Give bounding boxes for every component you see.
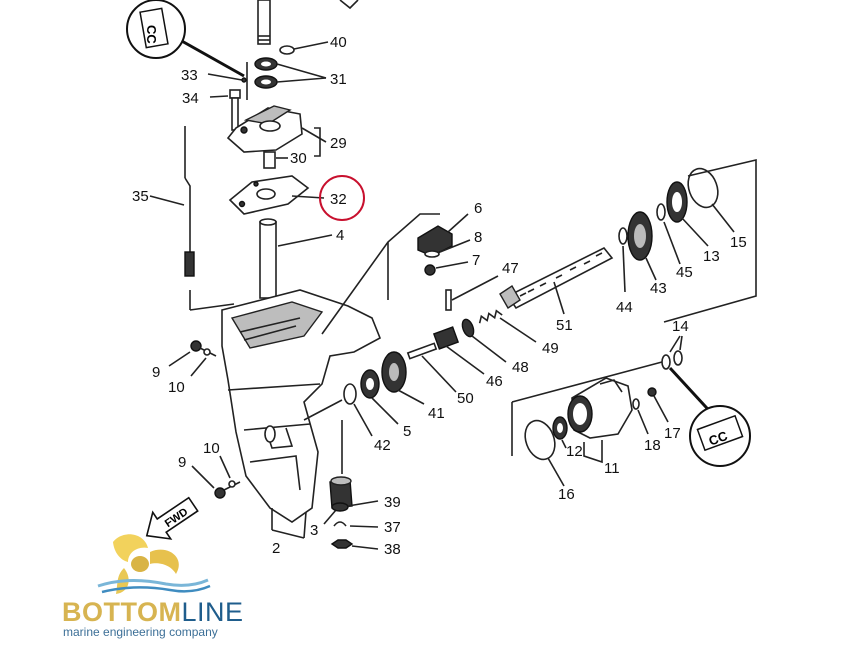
svg-text:CC: CC bbox=[144, 25, 159, 44]
brand-name-part2: LINE bbox=[181, 597, 244, 627]
label-45: 45 bbox=[676, 264, 693, 281]
label-9-lower: 9 bbox=[178, 454, 186, 471]
label-6: 6 bbox=[474, 200, 482, 217]
brand-name: BOTTOMLINE bbox=[62, 597, 244, 628]
label-4: 4 bbox=[336, 227, 344, 244]
label-5: 5 bbox=[403, 423, 411, 440]
label-2: 2 bbox=[272, 540, 280, 557]
brand-tagline: marine engineering company bbox=[63, 625, 218, 639]
label-31: 31 bbox=[330, 71, 347, 88]
bolt-17 bbox=[647, 387, 669, 423]
label-13: 13 bbox=[703, 248, 720, 265]
label-30: 30 bbox=[290, 150, 307, 167]
push-rod-50 bbox=[406, 342, 457, 393]
label-14: 14 bbox=[672, 318, 689, 335]
bushing-3 bbox=[323, 476, 353, 525]
washer-8 bbox=[424, 239, 471, 258]
label-50: 50 bbox=[457, 390, 474, 407]
sleeve-30 bbox=[263, 151, 288, 169]
label-15: 15 bbox=[730, 234, 747, 251]
label-17: 17 bbox=[664, 425, 681, 442]
label-34: 34 bbox=[182, 90, 199, 107]
label-47: 47 bbox=[502, 260, 519, 277]
propeller-shaft-51 bbox=[499, 246, 614, 315]
dog-clutch-46 bbox=[432, 326, 485, 375]
o-ring-16 bbox=[524, 419, 565, 487]
nut-39 bbox=[330, 539, 379, 550]
water-tube-4 bbox=[259, 218, 333, 299]
callout-top-left: CC bbox=[126, 0, 245, 78]
label-40: 39 bbox=[384, 494, 401, 511]
drive-shaft-top bbox=[257, 0, 271, 45]
label-48: 48 bbox=[512, 359, 529, 376]
label-35: 35 bbox=[132, 188, 149, 205]
label-43: 43 bbox=[650, 280, 667, 297]
washer-48 bbox=[461, 318, 507, 363]
bearing-5 bbox=[360, 369, 399, 425]
label-51: 51 bbox=[556, 317, 573, 334]
label-33: 33 bbox=[181, 67, 198, 84]
anode-14 bbox=[661, 335, 683, 370]
label-7: 7 bbox=[472, 252, 480, 269]
gasket-32 bbox=[228, 175, 325, 215]
label-49: 49 bbox=[542, 340, 559, 357]
label-9-upper: 9 bbox=[152, 364, 160, 381]
label-39: 38 bbox=[384, 541, 401, 558]
label-8: 8 bbox=[474, 229, 482, 246]
bearing-13 bbox=[666, 181, 709, 247]
bearing-31 bbox=[254, 57, 327, 89]
label-3: 3 bbox=[310, 522, 318, 539]
part-32-highlight-circle bbox=[319, 175, 365, 221]
label-42: 42 bbox=[374, 437, 391, 454]
o-ring-15 bbox=[687, 167, 735, 233]
label-18: 18 bbox=[644, 437, 661, 454]
washer-40 bbox=[331, 500, 379, 512]
shim-45 bbox=[656, 203, 681, 265]
screw-7 bbox=[424, 261, 469, 276]
shift-rod-35 bbox=[149, 126, 195, 277]
bottomline-propeller-logo bbox=[97, 534, 211, 594]
seal-38 bbox=[279, 41, 329, 55]
label-41: 41 bbox=[428, 405, 445, 422]
label-12: 12 bbox=[566, 443, 583, 460]
label-11: 11 bbox=[604, 460, 620, 477]
label-10-lower: 10 bbox=[203, 440, 220, 457]
brand-name-part1: BOTTOM bbox=[62, 597, 182, 627]
shim-42 bbox=[343, 383, 373, 437]
washer-44 bbox=[618, 227, 628, 293]
callout-bottom-right: CC bbox=[689, 405, 751, 467]
washer-18 bbox=[632, 398, 649, 435]
label-32: 32 bbox=[330, 191, 347, 208]
label-10-upper: 10 bbox=[168, 379, 185, 396]
bolt-9-upper bbox=[168, 340, 217, 377]
bolt-34 bbox=[209, 89, 241, 131]
label-16: 16 bbox=[558, 486, 575, 503]
label-29: 29 bbox=[330, 135, 347, 152]
label-44: 44 bbox=[616, 299, 633, 316]
label-37: 37 bbox=[384, 519, 401, 536]
gear-41 bbox=[381, 351, 425, 405]
pin-37 bbox=[333, 521, 379, 528]
svg-text:CC: CC bbox=[707, 428, 730, 449]
lower-casing-2 bbox=[221, 289, 382, 539]
housing-11 bbox=[567, 377, 633, 464]
pump-housing-29 bbox=[226, 105, 327, 153]
pin-47 bbox=[445, 275, 499, 311]
bolt-9-lower bbox=[191, 455, 241, 499]
label-38: 40 bbox=[330, 34, 347, 51]
label-46: 46 bbox=[486, 373, 503, 390]
damper-6 bbox=[417, 213, 469, 257]
gear-43 bbox=[627, 211, 657, 281]
spring-49 bbox=[478, 309, 537, 343]
bearing-12 bbox=[552, 416, 568, 449]
